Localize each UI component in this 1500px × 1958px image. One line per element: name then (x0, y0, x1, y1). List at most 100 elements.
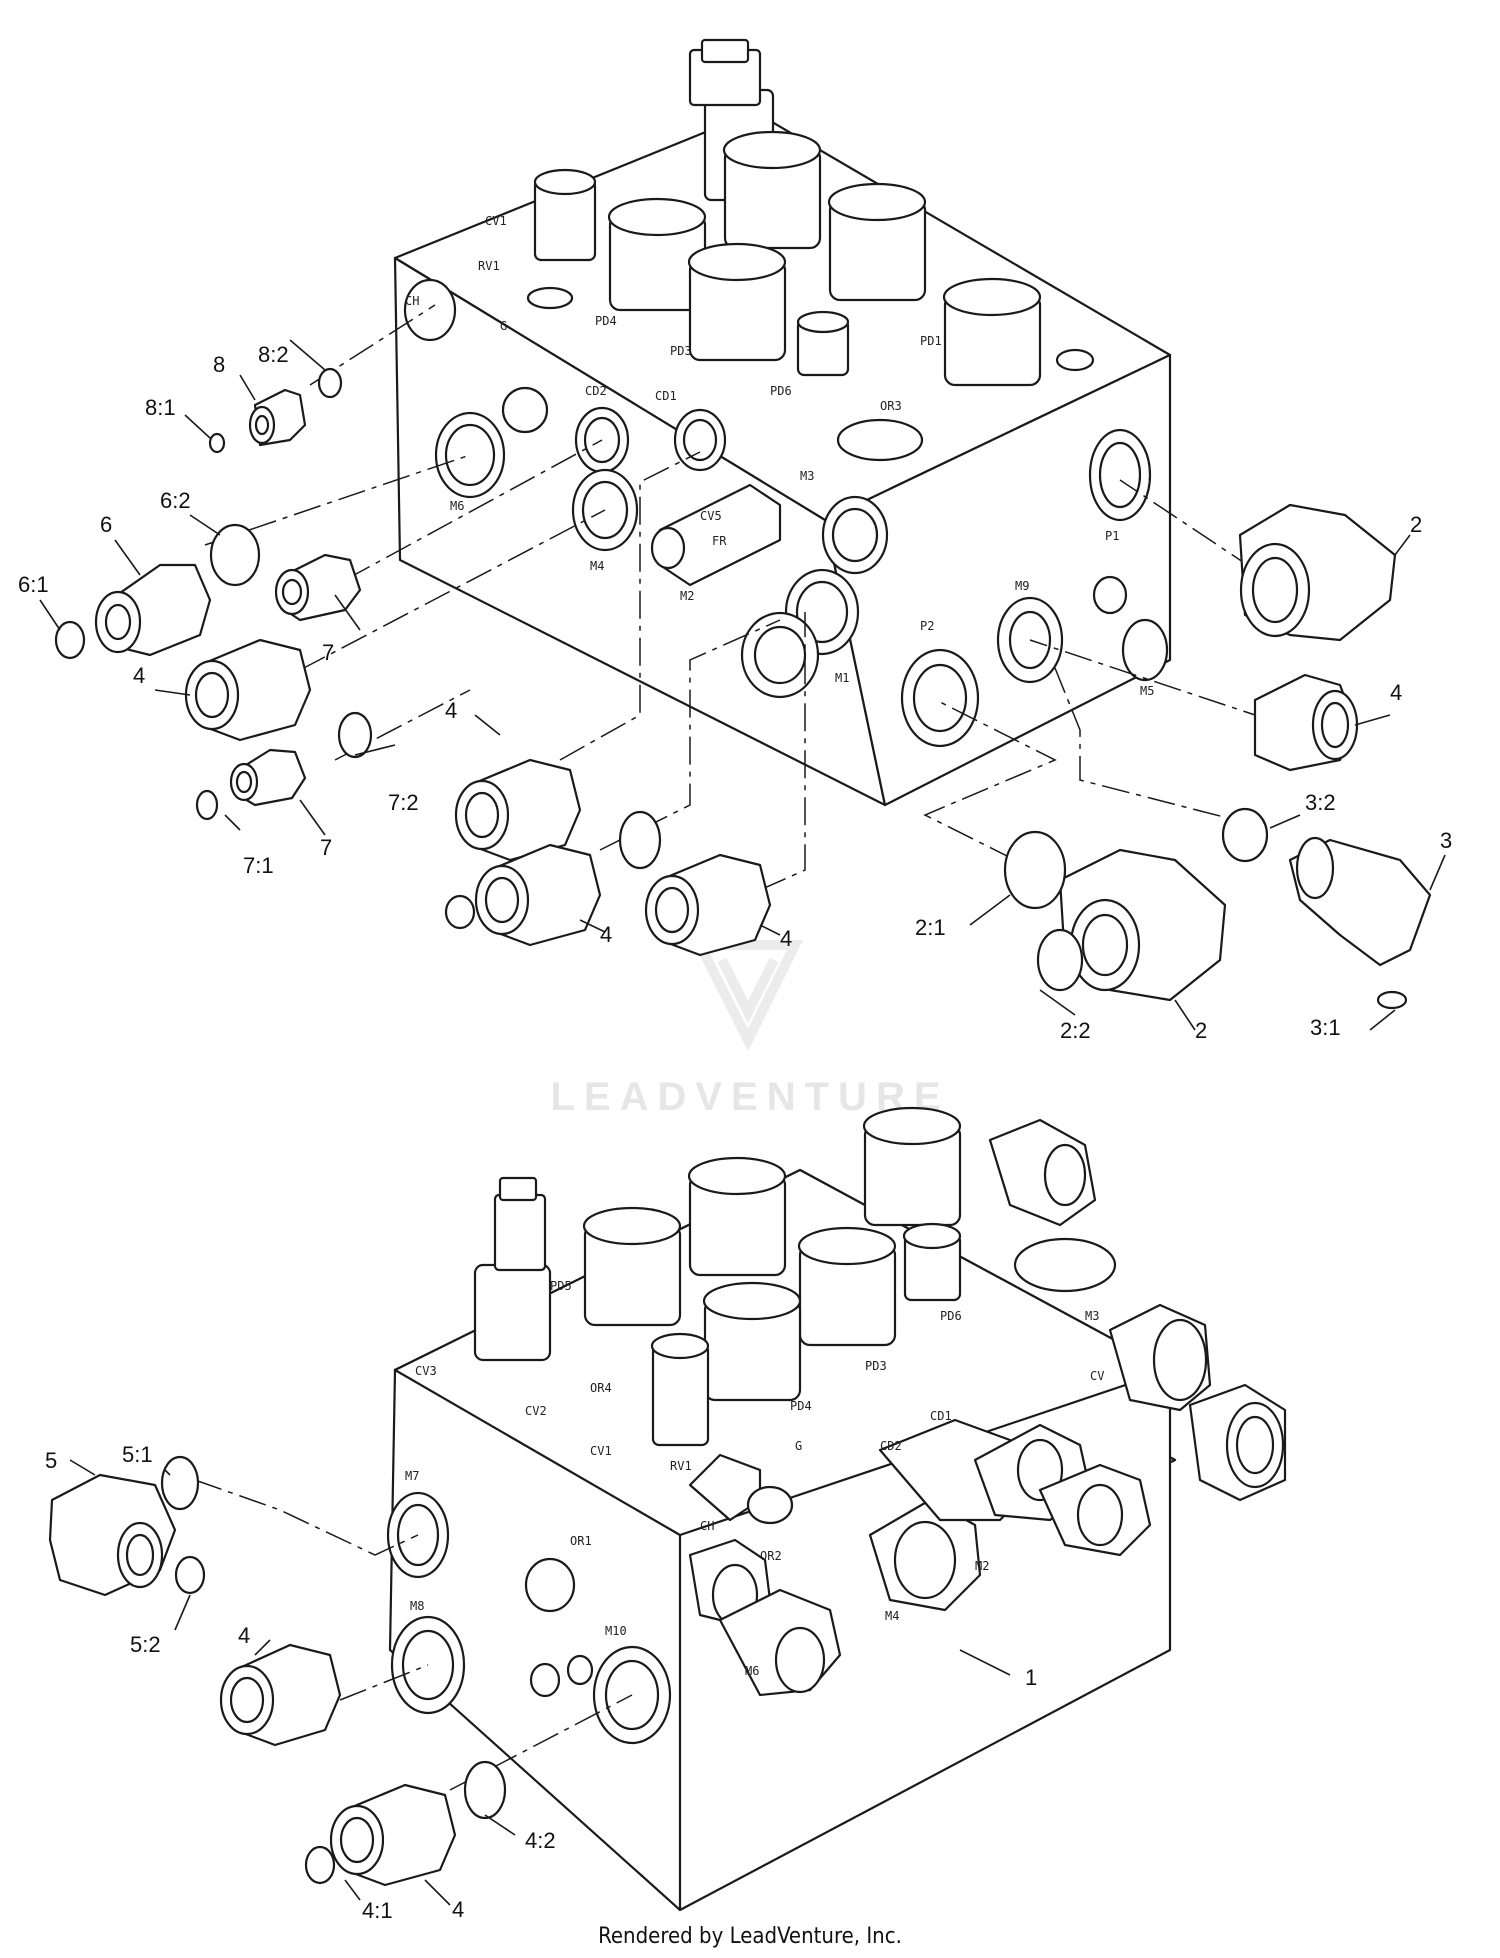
bottom-port-label-g: G (795, 1439, 802, 1453)
bottom-valve-caps (582, 1106, 1117, 1447)
render-credit: Rendered by LeadVenture, Inc. (598, 1924, 902, 1949)
callout-3-1: 3:1 (1310, 1015, 1341, 1040)
callout-3: 3 (1440, 828, 1452, 853)
port-label-or3: OR3 (880, 399, 902, 413)
bottom-port-label-cv: CV (1090, 1369, 1104, 1383)
bottom-port-label-ch: CH (700, 1519, 714, 1533)
bottom-installed-fittings (688, 1118, 1287, 1697)
callout-4-c: 4 (600, 922, 612, 947)
callout-leaders-bottom (69, 1459, 1011, 1906)
watermark-logo-icon (691, 940, 804, 1052)
fitting-4-right (1253, 673, 1359, 772)
port-label-pd4: PD4 (595, 314, 617, 328)
callout-leaders-top (39, 339, 1446, 1031)
valve-cap-5 (942, 277, 1042, 387)
callout-8-2: 8:2 (258, 342, 289, 367)
bottom-port-label-pd5: PD5 (550, 1279, 572, 1293)
bottom-port-label-m4: M4 (885, 1609, 899, 1623)
front-ports-top (403, 278, 889, 699)
assembly-leader-lines-bottom (194, 1479, 633, 1791)
callout-2-1: 2:1 (915, 915, 946, 940)
fitting-4-center (454, 758, 582, 862)
callout-2-b: 2 (1195, 1018, 1207, 1043)
callout-4-g: 4 (452, 1897, 464, 1922)
bottom-port-label-pd6: PD6 (940, 1309, 962, 1323)
port-label-pd3: PD3 (670, 344, 692, 358)
plug-hex-top (526, 168, 1095, 462)
bottom-port-label-m2: M2 (975, 1559, 989, 1573)
fitting-4-lower (444, 810, 662, 947)
watermark-text: LEADVENTURE (550, 1075, 949, 1119)
bottom-port-label-m10: M10 (605, 1624, 627, 1638)
port-label-m6: M6 (450, 499, 464, 513)
callout-8: 8 (213, 352, 225, 377)
callout-7-1: 7:1 (243, 853, 274, 878)
port-label-fr: FR (712, 534, 727, 548)
bottom-port-label-m6: M6 (745, 1664, 759, 1678)
valve-cap-4 (687, 242, 787, 362)
callout-5-2: 5:2 (130, 1632, 161, 1657)
fitting-8 (208, 367, 343, 454)
port-label-rv1: RV1 (478, 259, 500, 273)
port-label-m2: M2 (680, 589, 694, 603)
callout-5: 5 (45, 1448, 57, 1473)
port-label-m1: M1 (835, 671, 849, 685)
callout-4-f: 4 (238, 1623, 250, 1648)
callout-7-upper: 7 (322, 640, 334, 665)
port-label-m9: M9 (1015, 579, 1029, 593)
callout-3-2: 3:2 (1305, 790, 1336, 815)
bottom-port-label-rv1: RV1 (670, 1459, 692, 1473)
callout-4-d: 4 (780, 926, 792, 951)
port-label-g: G (500, 319, 507, 333)
callout-2-2: 2:2 (1060, 1018, 1091, 1043)
callout-5-1: 5:1 (122, 1442, 153, 1467)
bottom-port-label-cv1: CV1 (590, 1444, 612, 1458)
callout-6-2: 6:2 (160, 488, 191, 513)
bottom-left-ports (386, 1491, 672, 1745)
bottom-port-label-m7: M7 (405, 1469, 419, 1483)
fitting-3 (1221, 807, 1432, 1010)
fitting-2-lower (1003, 830, 1227, 1002)
port-label-cd2: CD2 (585, 384, 607, 398)
callout-4-e: 4 (1390, 680, 1402, 705)
callouts: 8:2 8 8:1 6:2 6 6:1 7 4 4 7:2 7 7:1 4 4 … (18, 342, 1452, 1923)
callout-6-1: 6:1 (18, 572, 49, 597)
port-label-m5: M5 (1140, 684, 1154, 698)
callout-8-1: 8:1 (145, 395, 176, 420)
port-label-cv1: CV1 (485, 214, 507, 228)
port-label-pd6: PD6 (770, 384, 792, 398)
bottom-port-label-cv3: CV3 (415, 1364, 437, 1378)
callout-4-1: 4:1 (362, 1898, 393, 1923)
bottom-solenoid-cartridge (473, 1176, 552, 1362)
callout-7-lower: 7 (320, 835, 332, 860)
fitting-2-upper (1238, 503, 1397, 642)
callout-2-a: 2 (1410, 512, 1422, 537)
port-label-cv5: CV5 (700, 509, 722, 523)
fitting-6 (54, 523, 261, 660)
callout-7-2: 7:2 (388, 790, 419, 815)
bottom-port-label-or2: OR2 (760, 1549, 782, 1563)
fitting-4-bottom-a (219, 1643, 342, 1747)
bottom-port-label-cd1: CD1 (930, 1409, 952, 1423)
bottom-port-label-cd2: CD2 (880, 1439, 902, 1453)
port-label-pd1: PD1 (920, 334, 942, 348)
fitting-7-lower (195, 711, 373, 821)
callout-4-b: 4 (445, 698, 457, 723)
callout-1: 1 (1025, 1665, 1037, 1690)
bottom-port-label-cv2: CV2 (525, 1404, 547, 1418)
bottom-port-label-or1: OR1 (570, 1534, 592, 1548)
fitting-4-bottom-b (304, 1760, 507, 1887)
manifold-block-top: CH G CD2 CD1 M6 M4 CV5 FR M2 M1 M3 P1 M9… (393, 38, 1172, 807)
fitting-4-right-center (644, 853, 772, 957)
port-label-p2: P2 (920, 619, 934, 633)
port-label-m3: M3 (800, 469, 814, 483)
manifold-block-bottom: M7 M8 M10 OR1 CV3 CV2 OR4 CV1 RV1 PD4 PD… (386, 1106, 1287, 1912)
fitting-7-upper (274, 553, 362, 622)
fitting-4-left-a (184, 638, 312, 742)
callout-4-2: 4:2 (525, 1828, 556, 1853)
port-label-m4: M4 (590, 559, 604, 573)
valve-cap-1 (722, 130, 822, 250)
valve-cap-2 (827, 182, 927, 302)
callout-4-a: 4 (133, 663, 145, 688)
